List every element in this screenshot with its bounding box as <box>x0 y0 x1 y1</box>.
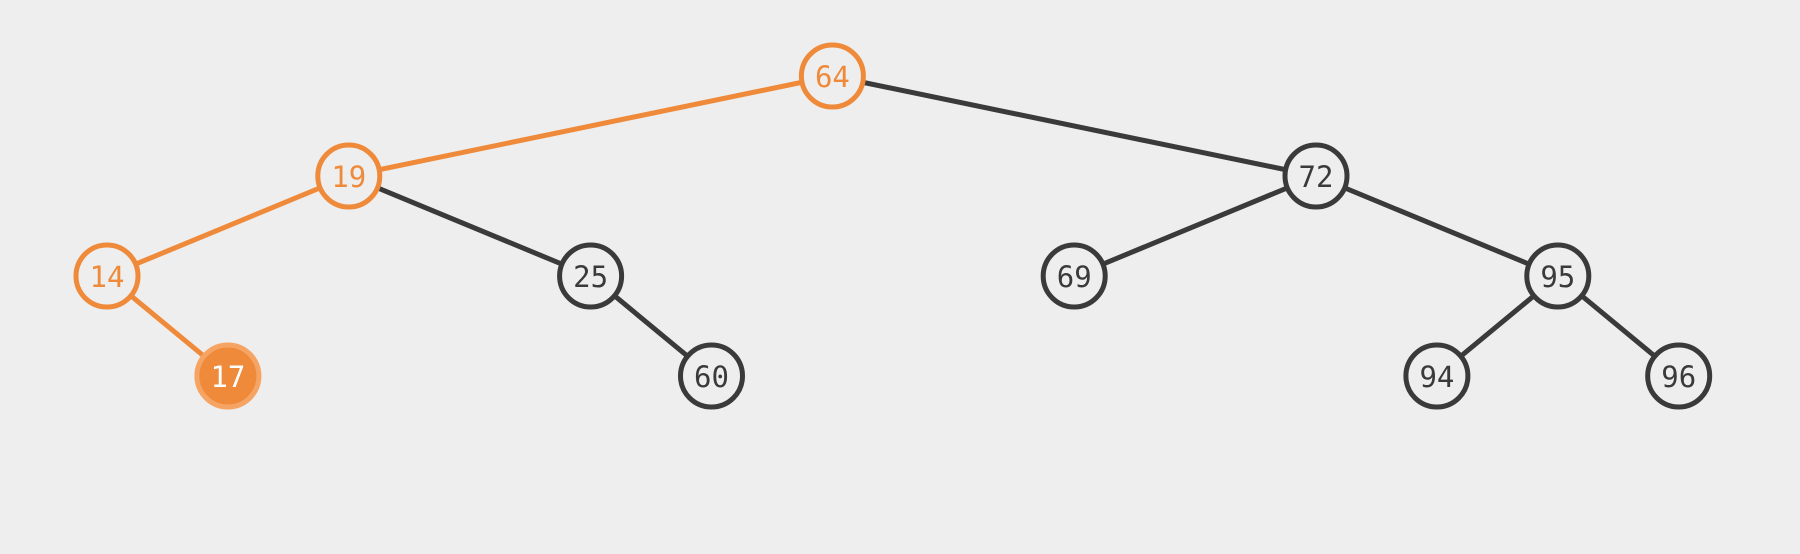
tree-nodes: 64 19 72 14 25 69 95 17 60 94 96 <box>73 42 1713 410</box>
tree-node-circle <box>1524 242 1592 310</box>
tree-node-64[interactable]: 64 <box>798 42 866 110</box>
tree-node-label: 60 <box>694 360 729 394</box>
tree-node-circle <box>73 242 141 310</box>
tree-node-14[interactable]: 14 <box>73 242 141 310</box>
tree-node-72[interactable]: 72 <box>1282 142 1350 210</box>
tree-node-circle <box>557 242 625 310</box>
tree-node-60[interactable]: 60 <box>678 342 745 410</box>
tree-node-19[interactable]: 19 <box>315 142 383 210</box>
tree-node-17[interactable]: 17 <box>194 342 262 410</box>
tree-node-69[interactable]: 69 <box>1040 242 1108 310</box>
tree-node-circle <box>798 42 866 110</box>
tree-node-95[interactable]: 95 <box>1524 242 1592 310</box>
tree-node-circle <box>194 342 262 410</box>
tree-node-label: 94 <box>1419 360 1454 394</box>
tree-node-25[interactable]: 25 <box>557 242 625 310</box>
tree-edge <box>829 73 1319 179</box>
tree-node-circle <box>678 342 745 410</box>
tree-node-label: 19 <box>331 160 366 194</box>
tree-node-label: 72 <box>1299 160 1334 194</box>
tree-node-label: 14 <box>90 260 125 294</box>
tree-node-circle <box>1282 142 1350 210</box>
tree-node-circle <box>315 142 383 210</box>
tree-node-label: 17 <box>210 360 245 394</box>
tree-edge <box>346 73 835 179</box>
tree-node-label: 69 <box>1057 260 1092 294</box>
tree-node-circle <box>1040 242 1108 310</box>
tree-node-label: 64 <box>815 60 850 94</box>
tree-edge <box>104 173 352 279</box>
tree-node-label: 96 <box>1661 360 1696 394</box>
tree-node-94[interactable]: 94 <box>1403 342 1471 410</box>
tree-edge <box>346 173 594 279</box>
tree-node-96[interactable]: 96 <box>1645 342 1713 410</box>
tree-node-circle <box>1403 342 1471 410</box>
tree-edge <box>1071 173 1319 279</box>
tree-node-circle <box>1645 342 1713 410</box>
tree-node-label: 95 <box>1540 260 1575 294</box>
tree-edge <box>1313 173 1561 279</box>
tree-node-label: 25 <box>573 260 608 294</box>
